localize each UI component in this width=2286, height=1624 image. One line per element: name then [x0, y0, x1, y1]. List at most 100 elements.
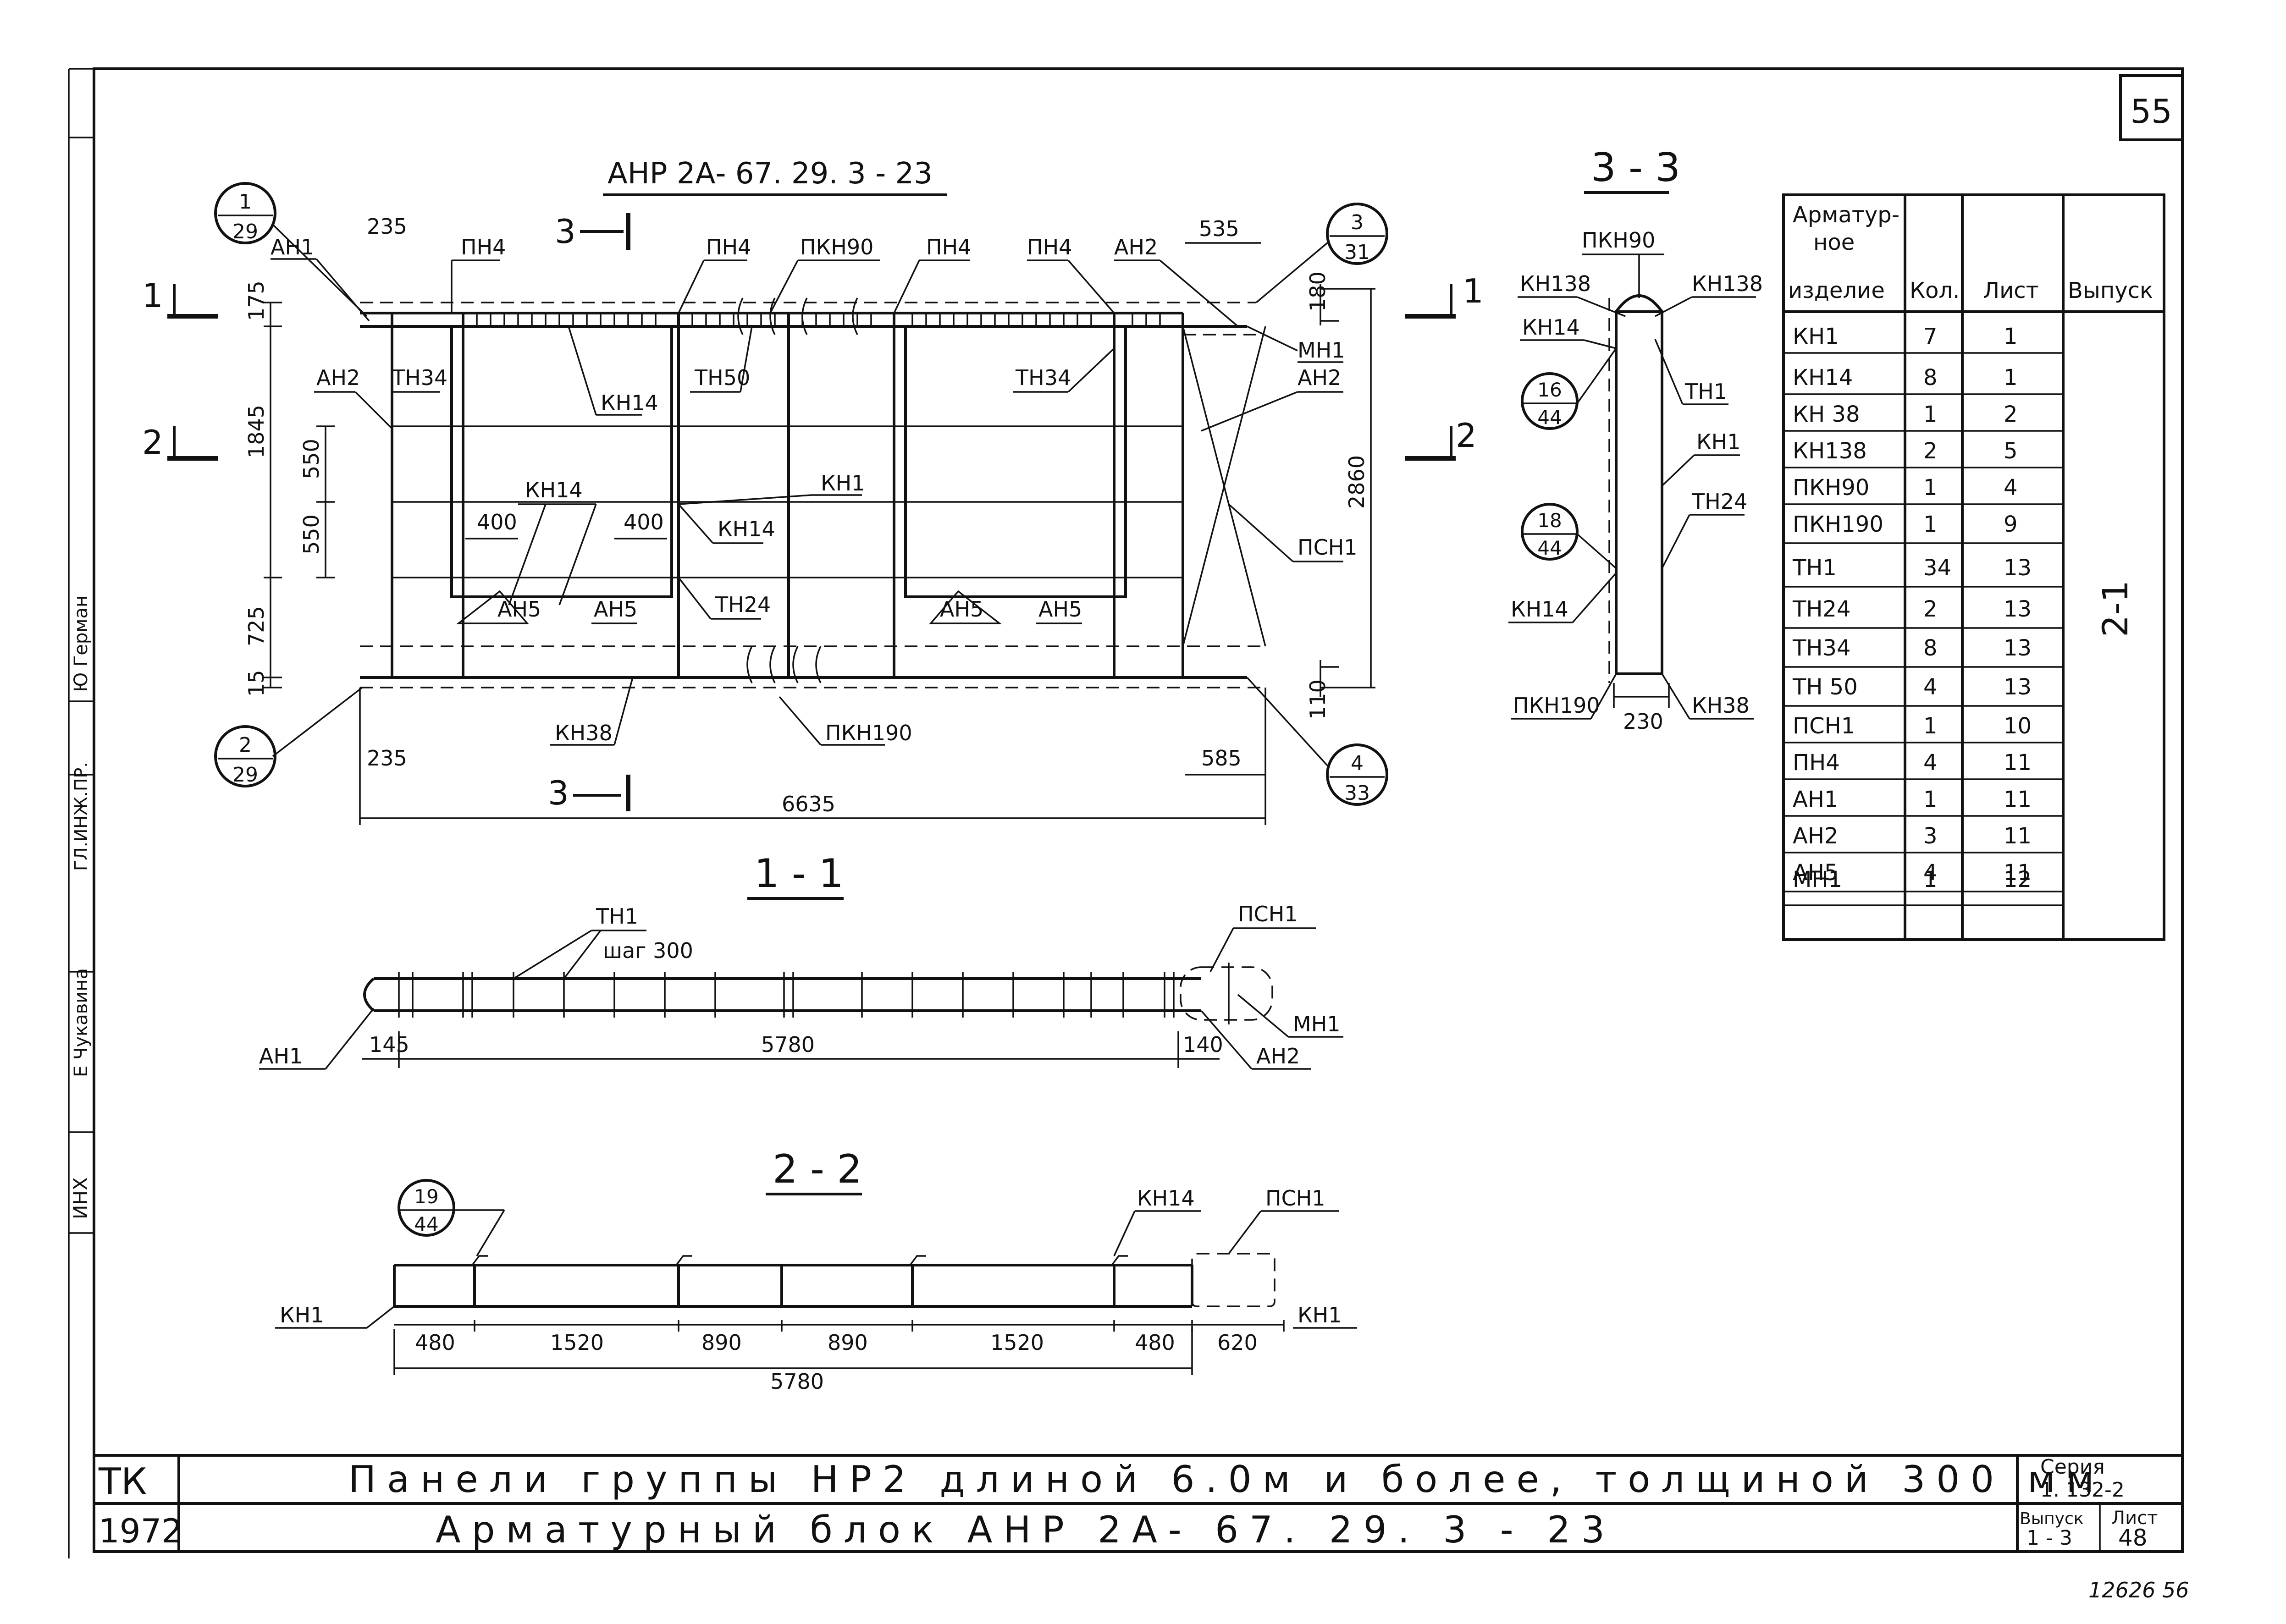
- stamp-role: ГЛ.ИНЖ.ПР.: [71, 762, 91, 871]
- svg-text:ПКН190: ПКН190: [825, 721, 912, 745]
- spec-item-sheet: 11: [2004, 860, 2032, 886]
- stamp-inh: ИНХ: [69, 1177, 92, 1219]
- svg-text:шаг 300: шаг 300: [603, 938, 693, 963]
- callout-3-31: 3 31: [1255, 203, 1388, 303]
- svg-text:ТН1: ТН1: [596, 904, 638, 929]
- svg-text:110: 110: [1305, 679, 1330, 720]
- main-view-dims: 235 535 175 180 1845 550 550 725 15 2860…: [244, 214, 1369, 816]
- spec-item-qty: 1: [1923, 713, 1938, 739]
- main-view-labels: АН1 ПН4 ПН4 ПКН90 ПН4 ПН4 АН2 АН2 ТН34 К…: [271, 235, 1358, 746]
- issue-label: Выпуск: [2020, 1509, 2084, 1528]
- svg-text:ТН1: ТН1: [1684, 379, 1727, 404]
- svg-text:АН5: АН5: [594, 597, 637, 622]
- section-3-3-title: 3 - 3: [1591, 145, 1680, 191]
- section-2-2-callout: [398, 1179, 455, 1237]
- spec-item-sheet: 13: [2004, 635, 2032, 661]
- sheet-frame: [68, 67, 2184, 1558]
- callout-2-29: 2 29: [214, 687, 363, 787]
- svg-text:1845: 1845: [244, 405, 269, 458]
- series-label: Серия: [2040, 1455, 2105, 1479]
- svg-text:480: 480: [1135, 1330, 1175, 1355]
- svg-text:29: 29: [232, 220, 258, 243]
- footer-code: 12626 56: [2088, 1578, 2189, 1602]
- svg-text:1: 1: [142, 276, 163, 315]
- spec-item-name: ТН24: [1792, 596, 1851, 622]
- svg-text:890: 890: [828, 1330, 868, 1355]
- svg-text:400: 400: [624, 510, 664, 534]
- title-block: [94, 1454, 2182, 1552]
- svg-text:585: 585: [1201, 746, 1242, 771]
- svg-text:Кол.: Кол.: [1910, 278, 1960, 303]
- sheet-number: 55: [2130, 92, 2172, 131]
- spec-table: [1782, 193, 2165, 941]
- spec-item-qty: 7: [1923, 324, 1938, 349]
- svg-text:620: 620: [1217, 1330, 1258, 1355]
- svg-text:180: 180: [1305, 271, 1330, 312]
- svg-text:изделие: изделие: [1788, 278, 1885, 303]
- spec-item-name: ПСН1: [1793, 713, 1855, 739]
- svg-text:1: 1: [239, 190, 252, 214]
- org-code: ТК: [98, 1460, 147, 1503]
- svg-text:АН2: АН2: [1256, 1044, 1300, 1068]
- svg-text:140: 140: [1183, 1032, 1223, 1057]
- spec-item-qty: 1: [1923, 512, 1938, 537]
- svg-text:31: 31: [1344, 241, 1370, 264]
- spec-item-sheet: 12: [2004, 867, 2032, 892]
- svg-text:КН14: КН14: [525, 478, 583, 502]
- svg-text:Арматур-: Арматур-: [1793, 202, 1899, 228]
- spec-item-qty: 4: [1923, 750, 1938, 776]
- svg-text:ПН4: ПН4: [461, 235, 506, 259]
- svg-text:4: 4: [1351, 752, 1364, 775]
- svg-text:ПКН90: ПКН90: [1582, 228, 1655, 253]
- svg-text:1520: 1520: [990, 1330, 1044, 1355]
- spec-item-name: КН14: [1793, 365, 1853, 391]
- section-3-3-callout-18: [1521, 503, 1579, 561]
- svg-text:КН14: КН14: [601, 391, 658, 415]
- svg-text:КН14: КН14: [1522, 315, 1580, 340]
- svg-text:890: 890: [701, 1330, 742, 1355]
- svg-text:ТН24: ТН24: [1691, 489, 1747, 514]
- spec-item-qty: 8: [1923, 635, 1938, 661]
- spec-item-qty: 2: [1923, 438, 1938, 464]
- svg-text:МН1: МН1: [1298, 338, 1345, 363]
- svg-text:КН14: КН14: [718, 517, 775, 541]
- spec-item-name: ПКН190: [1793, 512, 1883, 537]
- title-line-2: Арматурный блок АНР 2А- 67. 29. 3 - 23: [436, 1508, 1616, 1551]
- section-3-3-callout-16: [1521, 372, 1579, 430]
- spec-item-qty: 1: [1923, 867, 1938, 892]
- svg-text:АН5: АН5: [1038, 597, 1082, 622]
- spec-item-qty: 1: [1923, 402, 1938, 427]
- spec-item-sheet: 4: [2004, 475, 2018, 501]
- section-1-1-cage: [362, 963, 1273, 1068]
- spec-item-sheet: 13: [2004, 555, 2032, 581]
- svg-text:3: 3: [548, 774, 569, 812]
- spec-item-sheet: 13: [2004, 674, 2032, 700]
- spec-item-qty: 3: [1923, 823, 1938, 849]
- spec-item-qty: 4: [1923, 860, 1938, 886]
- spec-item-sheet: 11: [2004, 823, 2032, 849]
- spec-item-name: ТН 50: [1792, 674, 1858, 700]
- svg-text:550: 550: [299, 439, 324, 479]
- svg-text:КН14: КН14: [1511, 597, 1568, 622]
- spec-item-sheet: 10: [2004, 713, 2032, 739]
- svg-text:1520: 1520: [550, 1330, 604, 1355]
- svg-text:КН38: КН38: [555, 721, 613, 745]
- main-view-label: АНР 2А- 67. 29. 3 - 23: [607, 157, 933, 191]
- svg-text:725: 725: [244, 606, 269, 646]
- svg-text:ПКН190: ПКН190: [1513, 693, 1600, 718]
- svg-text:2: 2: [142, 423, 163, 462]
- spec-item-qty: 34: [1923, 555, 1951, 581]
- spec-item-qty: 1: [1923, 475, 1938, 501]
- spec-item-name: ТН1: [1792, 555, 1837, 581]
- svg-text:5780: 5780: [761, 1032, 815, 1057]
- spec-item-sheet: 2: [2004, 402, 2018, 427]
- svg-text:175: 175: [244, 281, 269, 321]
- spec-item-name: ПКН90: [1793, 475, 1869, 501]
- svg-text:230: 230: [1623, 709, 1663, 734]
- svg-text:2860: 2860: [1344, 455, 1369, 509]
- svg-text:44: 44: [1537, 537, 1562, 559]
- svg-text:ПСН1: ПСН1: [1238, 902, 1298, 926]
- sheet-label: Лист: [2111, 1508, 2158, 1529]
